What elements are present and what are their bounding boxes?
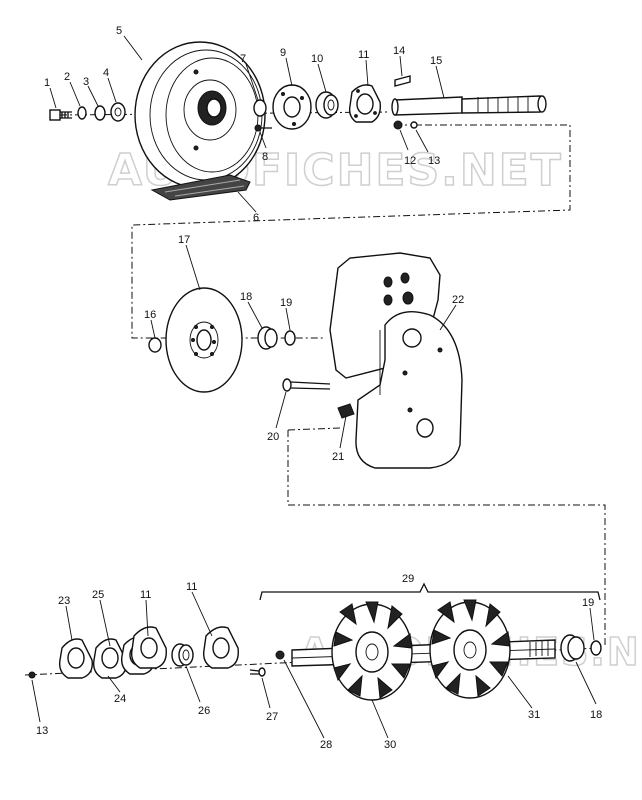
routing-line-top — [131, 124, 571, 339]
part-bearing-18-bottom — [560, 634, 585, 662]
part-nut-21 — [337, 403, 355, 419]
part-bearing-10 — [315, 91, 339, 119]
callout-25: 25 — [92, 589, 104, 601]
callout-19: 19 — [280, 297, 292, 309]
part-chaincase-22 — [329, 252, 463, 469]
callout-17: 17 — [178, 234, 190, 246]
callout-11: 11 — [358, 49, 369, 61]
callout-31: 31 — [528, 709, 540, 721]
routing-line-mid — [287, 430, 606, 645]
part-pin-13-top — [410, 121, 422, 129]
callout-24: 24 — [114, 693, 126, 705]
callout-23: 23 — [58, 595, 70, 607]
part-nut-28 — [275, 650, 285, 660]
part-belt-6 — [150, 174, 251, 201]
sprocket-right — [429, 599, 511, 699]
part-bearing-18-mid — [257, 326, 278, 350]
callout-27: 27 — [266, 711, 278, 723]
callout-13: 13 — [428, 155, 440, 167]
part-bearing-26 — [171, 643, 194, 667]
callout-2: 2 — [64, 71, 70, 83]
callout-16: 16 — [144, 309, 156, 321]
part-gasket-24 — [92, 638, 127, 679]
callout-10: 10 — [311, 53, 323, 65]
callout-18-bottom: 18 — [590, 709, 602, 721]
axis-line-mid — [287, 427, 341, 431]
part-bolt-8 — [254, 124, 272, 132]
part-washer-3 — [94, 105, 106, 121]
part-key-14 — [394, 75, 411, 87]
callout-30: 30 — [384, 739, 396, 751]
callout-9: 9 — [280, 47, 286, 59]
part-disc-17 — [165, 287, 243, 393]
part-washer-2 — [77, 106, 87, 120]
callout-14: 14 — [393, 45, 405, 57]
callout-3: 3 — [83, 76, 89, 88]
part-flange-11-bottom-a — [130, 626, 167, 669]
part-ring-19-mid — [284, 330, 296, 346]
callout-4: 4 — [103, 67, 109, 79]
callout-5: 5 — [116, 25, 122, 37]
part-pin-13-bottom — [28, 671, 36, 679]
part-spacer-4 — [110, 102, 126, 122]
callout-18: 18 — [240, 291, 252, 303]
callout-1: 1 — [44, 77, 50, 89]
part-flange-11-top — [348, 84, 382, 123]
bracket-29 — [259, 582, 601, 601]
callout-20: 20 — [267, 431, 279, 443]
callout-8: 8 — [262, 151, 268, 163]
part-driveshaft-29 — [291, 599, 556, 701]
callout-6: 6 — [253, 212, 259, 224]
part-ring-16 — [148, 337, 162, 353]
leader-lines — [31, 35, 597, 739]
callout-numbers: 1 2 3 4 5 6 7 8 9 10 11 12 13 14 15 16 1… — [36, 25, 602, 751]
callout-13-bottom: 13 — [36, 725, 48, 737]
part-nut-12 — [393, 120, 403, 130]
part-flange-11-bottom-b — [202, 626, 239, 669]
part-flange-9 — [272, 84, 312, 130]
callout-28: 28 — [320, 739, 332, 751]
callout-11-bottom-a: 11 — [140, 589, 151, 601]
part-bolt-1 — [49, 109, 72, 121]
part-washer-7 — [253, 99, 267, 117]
part-shaft-15 — [391, 95, 547, 116]
callout-21: 21 — [332, 451, 344, 463]
callout-26: 26 — [198, 705, 210, 717]
callout-29: 29 — [402, 573, 414, 585]
callout-19-bottom: 19 — [582, 597, 594, 609]
part-bolt-20 — [282, 378, 331, 392]
callout-15: 15 — [430, 55, 442, 67]
part-ring-19-bottom — [590, 640, 602, 656]
callout-12: 12 — [404, 155, 416, 167]
part-bolt-27 — [249, 667, 266, 677]
callout-7: 7 — [240, 53, 246, 65]
callout-11-bottom-b: 11 — [186, 581, 197, 593]
callout-22: 22 — [452, 294, 464, 306]
sprocket-left — [331, 601, 413, 701]
part-flange-23 — [58, 638, 93, 679]
